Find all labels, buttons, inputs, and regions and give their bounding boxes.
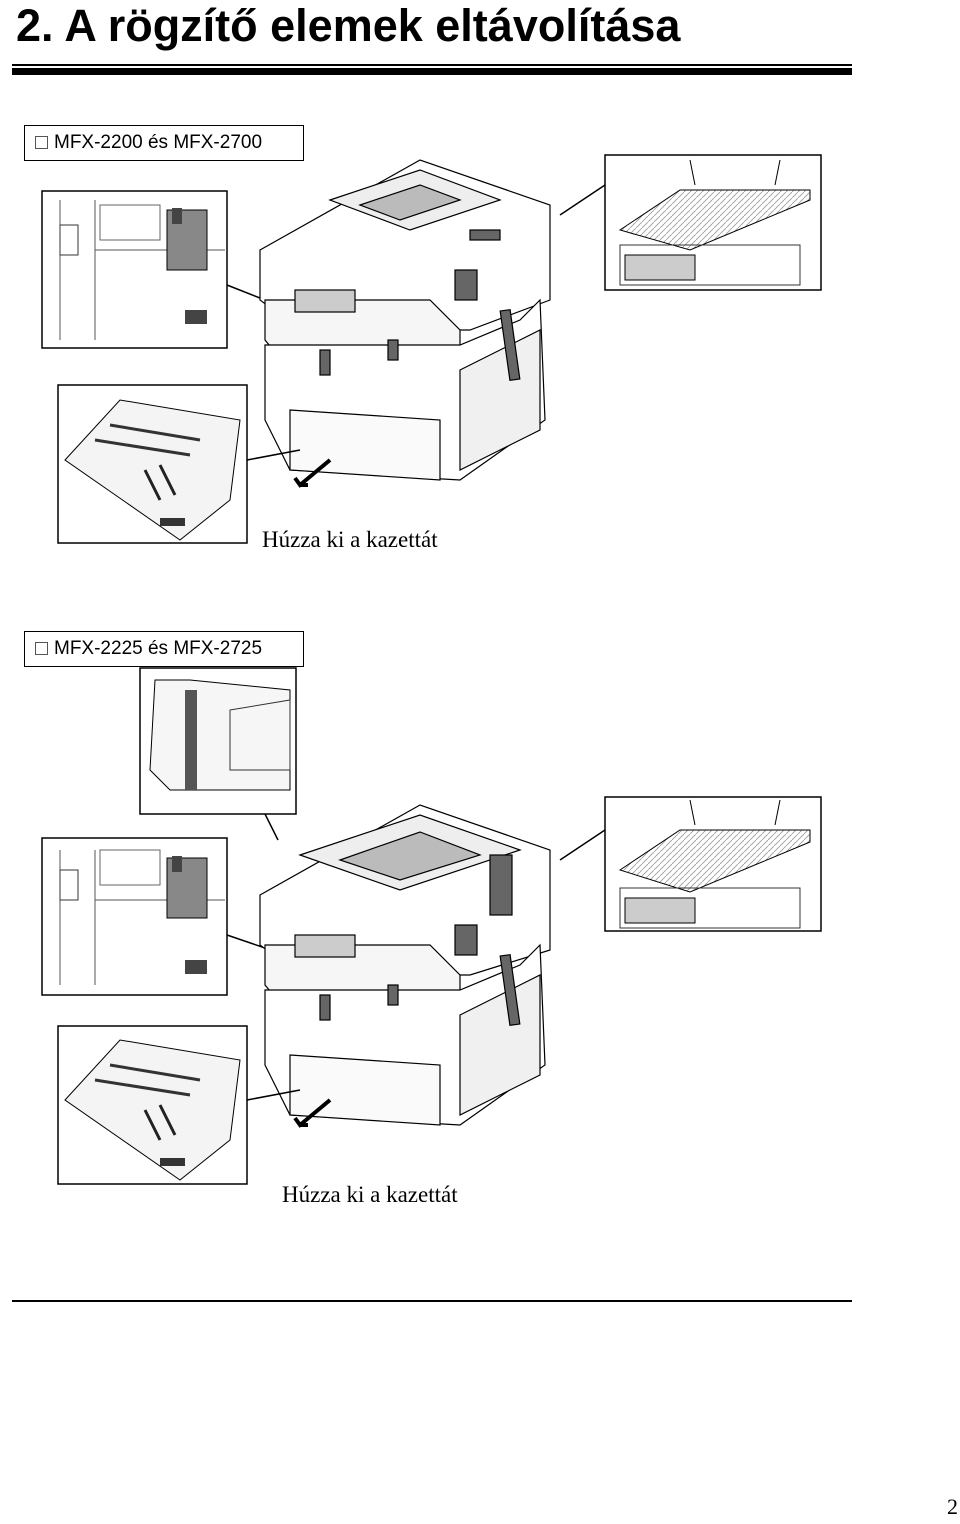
page-number: 2: [947, 1494, 958, 1519]
caption-2: Húzza ki a kazettát: [282, 1182, 458, 1207]
detail-panel-scanner-2: [604, 796, 822, 932]
pull-arrow-icon: [293, 1098, 332, 1128]
caption-1: Húzza ki a kazettát: [262, 527, 438, 552]
section-label-2: MFX-2225 és MFX-2725: [24, 631, 304, 667]
detail-panel-scanner-1: [604, 154, 822, 291]
footer-rule: [12, 1300, 852, 1302]
detail-panel-rear-left-2: [41, 837, 228, 996]
section-label-text: MFX-2225 és MFX-2725: [54, 638, 263, 659]
checkbox-bullet-icon: [35, 136, 48, 149]
title-rule-thick: [12, 68, 852, 75]
section-label-text: MFX-2200 és MFX-2700: [54, 132, 263, 153]
page-title: 2. A rögzítő elemek eltávolítása: [16, 0, 681, 51]
pull-arrow-icon: [293, 458, 332, 488]
printer-main-2: [259, 804, 551, 1126]
detail-panel-cassette-2: [57, 1025, 248, 1185]
printer-main-1: [259, 159, 551, 481]
title-rule-thin: [12, 64, 852, 66]
checkbox-bullet-icon: [35, 642, 48, 655]
detail-panel-rear-left-1: [41, 190, 228, 349]
detail-panel-adf-2: [139, 667, 297, 815]
section-label-1: MFX-2200 és MFX-2700: [24, 125, 304, 161]
detail-panel-cassette-1: [57, 384, 248, 544]
